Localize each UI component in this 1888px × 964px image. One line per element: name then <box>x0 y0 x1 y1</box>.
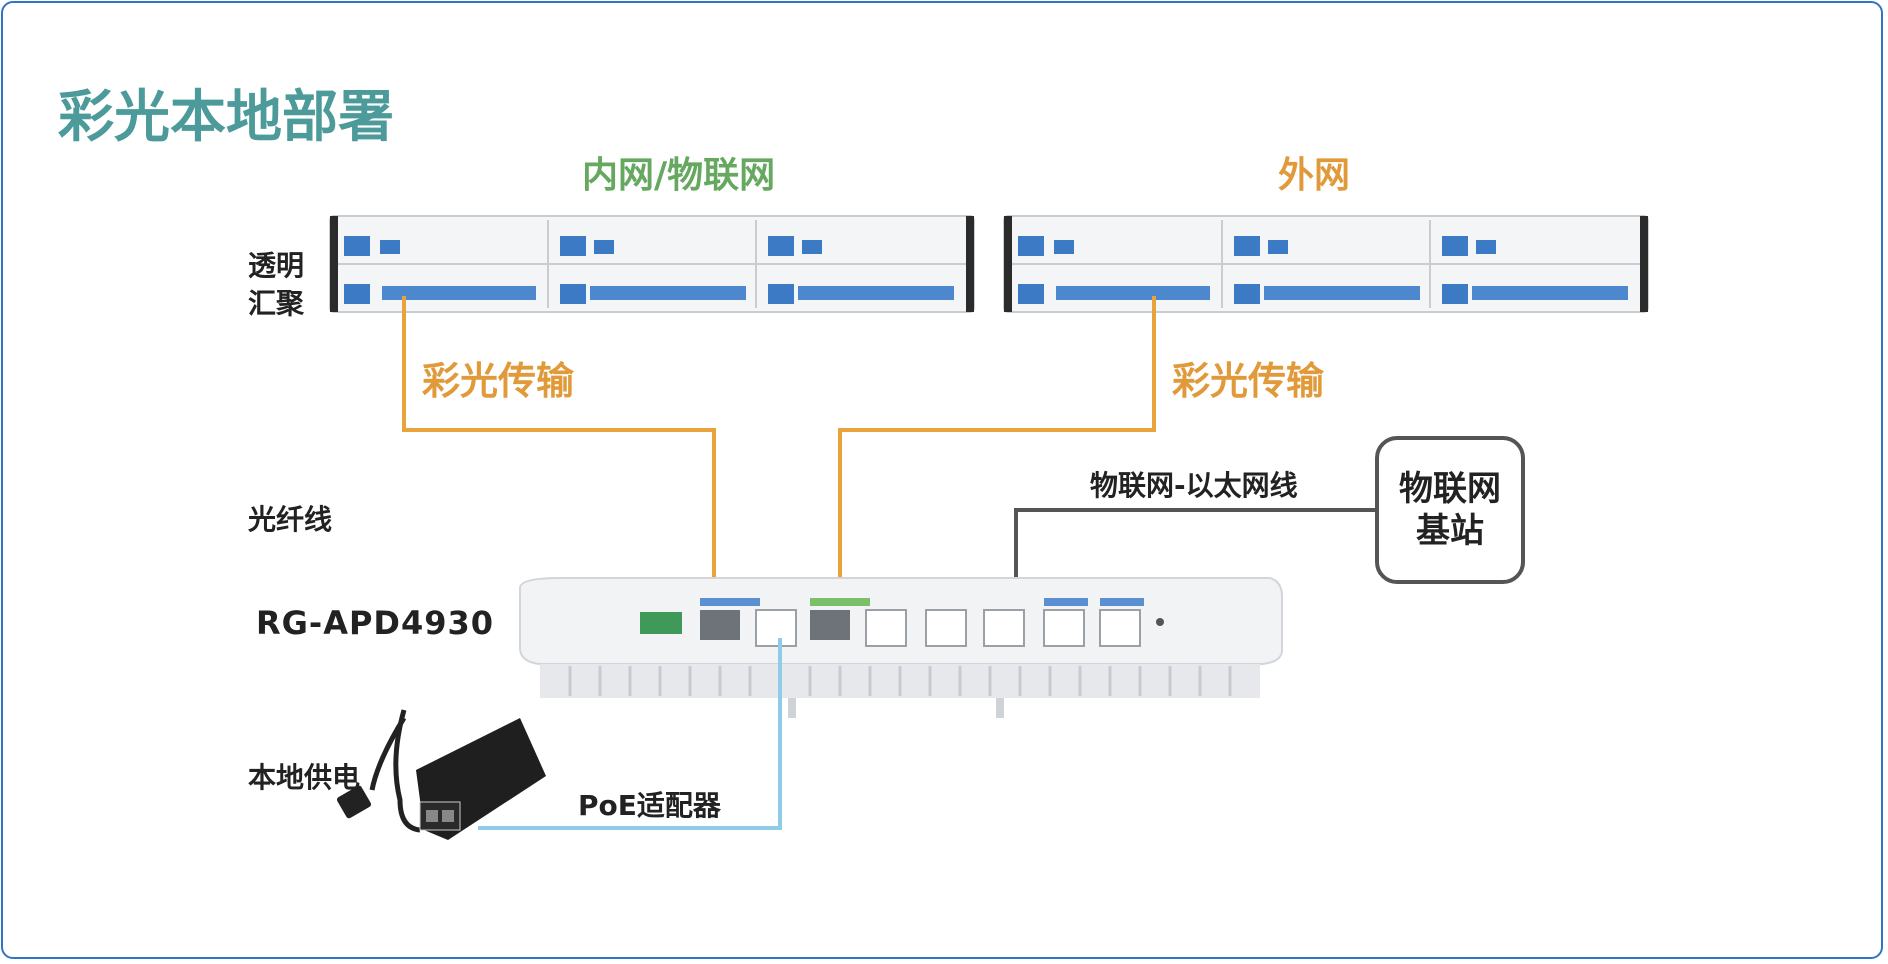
iot-station-label-line2: 基站 <box>1416 511 1484 551</box>
aggregation-label-line1: 透明 <box>248 249 305 282</box>
aggregation-label-line2: 汇聚 <box>248 287 305 320</box>
fiber-line-external <box>838 296 1156 626</box>
switch-chassis-internal <box>329 215 975 313</box>
device-model-label: RG-APD4930 <box>256 604 495 642</box>
group-internal-label: 内网/物联网 <box>582 155 776 196</box>
color-light-transport-label-left: 彩光传输 <box>422 359 575 403</box>
fiber-line-internal <box>402 296 716 626</box>
poe-adapter-icon <box>336 709 546 840</box>
iot-station-label-line1: 物联网 <box>1399 468 1501 509</box>
iot-ethernet-label: 物联网-以太网线 <box>1090 469 1298 502</box>
page-title: 彩光本地部署 <box>58 85 394 150</box>
iot-base-station-box: 物联网 基站 <box>1375 436 1525 584</box>
color-light-transport-label-right: 彩光传输 <box>1172 359 1325 403</box>
fiber-label: 光纤线 <box>248 503 333 536</box>
local-power-label: 本地供电 <box>248 761 361 794</box>
poe-adapter-label: PoE适配器 <box>578 789 721 822</box>
poe-cable-line <box>478 638 782 830</box>
ap-device <box>519 577 1283 718</box>
switch-chassis-external <box>1003 215 1649 313</box>
group-external-label: 外网 <box>1278 155 1351 196</box>
